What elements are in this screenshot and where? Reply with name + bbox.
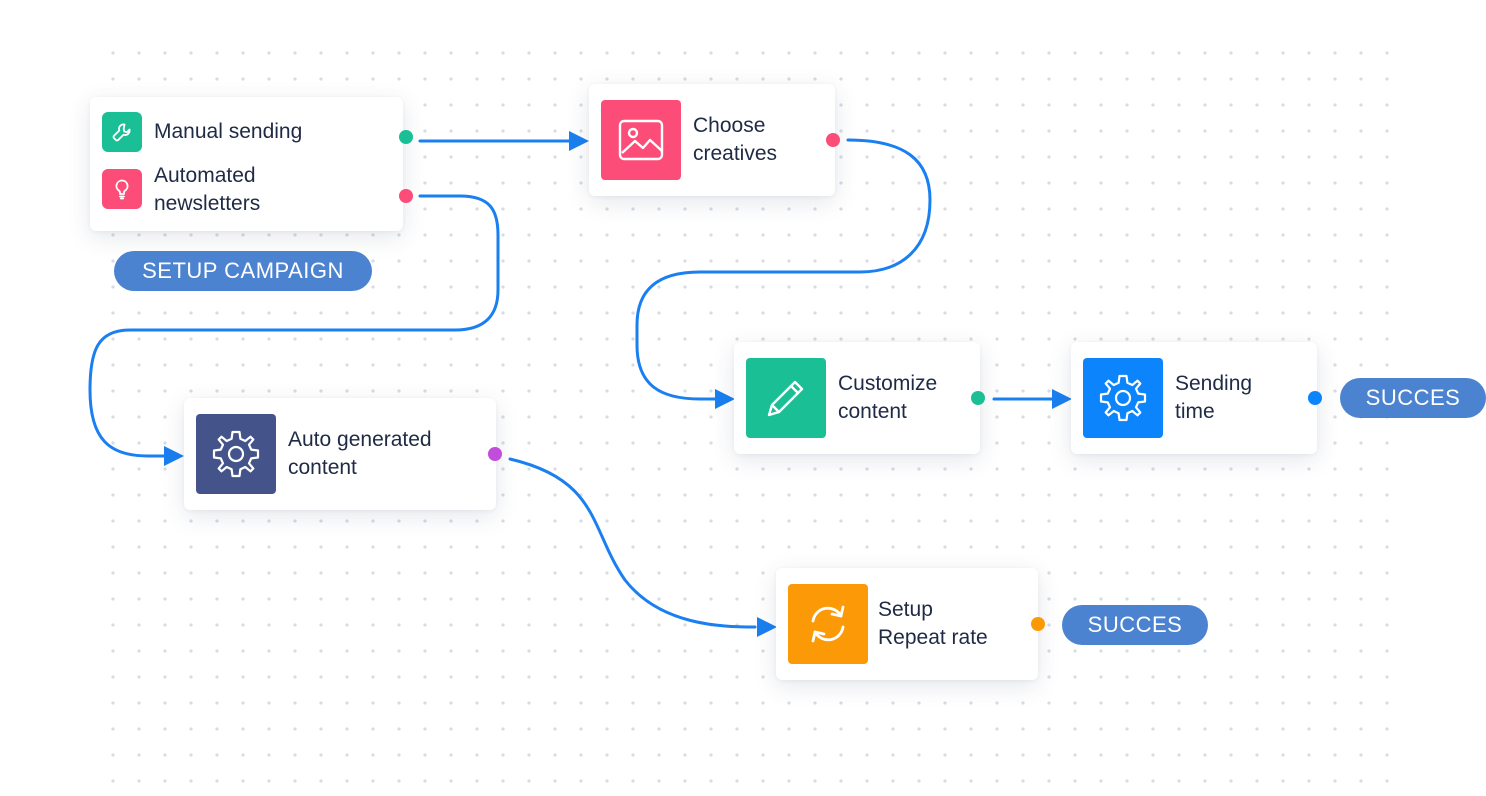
customize-output-port[interactable] [971, 391, 985, 405]
choose-creatives-label: Choose creatives [693, 114, 778, 165]
refresh-icon [788, 584, 868, 664]
arrowhead-sending [1052, 389, 1072, 409]
gear-icon [196, 414, 276, 494]
pencil-icon [746, 358, 826, 438]
sending-time-label: Sending time [1175, 372, 1253, 423]
auto-generated-content-label: Auto generated content [288, 428, 432, 479]
setup-repeat-rate-card[interactable]: Setup Repeat rate [776, 568, 1038, 680]
start-card: Manual sending Automated newsletters [90, 97, 403, 231]
gear-icon [1083, 358, 1163, 438]
autogen-output-port[interactable] [488, 447, 502, 461]
connector-autogen-to-repeat [508, 457, 757, 629]
image-icon [601, 100, 681, 180]
arrowhead-creatives [569, 131, 589, 151]
customize-content-label: Customize content [838, 372, 938, 423]
arrowhead-repeat [757, 617, 777, 637]
success-badge-bottom: SUCCES [1062, 605, 1208, 645]
choose-creatives-card[interactable]: Choose creatives [589, 84, 835, 196]
success-badge-top: SUCCES [1340, 378, 1486, 418]
customize-content-card[interactable]: Customize content [734, 342, 980, 454]
automated-newsletters-label: Automated newsletters [154, 164, 261, 215]
repeat-output-port[interactable] [1031, 617, 1045, 631]
lightbulb-icon [102, 169, 142, 209]
sending-output-port[interactable] [1308, 391, 1322, 405]
manual-sending-label: Manual sending [154, 120, 303, 143]
auto-generated-content-card[interactable]: Auto generated content [184, 398, 496, 510]
setup-campaign-button[interactable]: SETUP CAMPAIGN [114, 251, 372, 291]
connector-automated-to-autogen [88, 194, 500, 458]
manual-output-port[interactable] [399, 130, 413, 144]
connector-creatives-to-customize [635, 138, 932, 401]
sending-time-card[interactable]: Sending time [1071, 342, 1317, 454]
arrowhead-autogen [164, 446, 184, 466]
wrench-icon [102, 112, 142, 152]
setup-repeat-rate-label: Setup Repeat rate [878, 598, 988, 649]
creatives-output-port[interactable] [826, 133, 840, 147]
arrowhead-customize [715, 389, 735, 409]
automated-output-port[interactable] [399, 189, 413, 203]
